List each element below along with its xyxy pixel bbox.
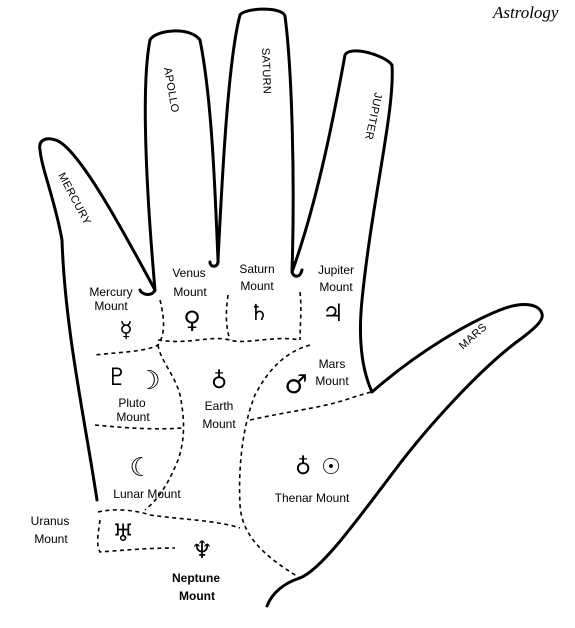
thenar-mount-label: Thenar Mount bbox=[275, 491, 350, 505]
jupiter-symbol-icon: ♃ bbox=[322, 299, 344, 327]
mercury-mount-label: Mercury bbox=[89, 285, 132, 299]
thenar-earth-symbol-icon: ♁ bbox=[295, 455, 311, 480]
mount-boundary bbox=[249, 391, 373, 421]
lunar-mount-label: Lunar Mount bbox=[113, 487, 181, 501]
lunar-symbol-icon: ☾ bbox=[129, 453, 152, 483]
mount-boundary bbox=[97, 509, 241, 529]
moon-symbol-icon: ☽ bbox=[137, 366, 160, 396]
finger-label-jupiter: JUPITER bbox=[362, 91, 384, 140]
mars-mount-label: Mount bbox=[315, 374, 349, 388]
uranus-symbol-icon: ♅ bbox=[112, 519, 134, 547]
pluto-mount-label: Mount bbox=[116, 410, 150, 424]
mercury-symbol-icon: ☿ bbox=[119, 318, 133, 343]
venus-symbol-icon: ♀ bbox=[183, 306, 201, 334]
uranus-mount-label: Mount bbox=[34, 532, 68, 546]
uranus-mount-label: Uranus bbox=[31, 514, 70, 528]
neptune-symbol-icon: ♆ bbox=[191, 536, 213, 564]
pluto-mount-label: Pluto bbox=[118, 396, 146, 410]
earth-symbol-icon: ♁ bbox=[211, 369, 227, 394]
finger-label-mercury: MERCURY bbox=[55, 171, 93, 228]
hand-outline bbox=[38, 7, 544, 608]
jupiter-mount-label: Jupiter bbox=[318, 263, 354, 277]
caption-text: Astrology bbox=[492, 3, 559, 22]
pluto-symbol-icon: ♇ bbox=[106, 363, 128, 391]
saturn-finger-base bbox=[290, 268, 304, 278]
sun-symbol-icon: ☉ bbox=[321, 455, 341, 480]
earth-mount-label: Earth bbox=[205, 399, 234, 413]
mount-boundary bbox=[144, 344, 185, 511]
saturn-mount-label: Saturn bbox=[239, 262, 274, 276]
mount-boundary bbox=[94, 424, 184, 430]
neptune-mount-label: Mount bbox=[179, 589, 215, 603]
apollo-finger-base bbox=[208, 258, 220, 268]
venus-mount-label: Venus bbox=[172, 266, 205, 280]
jupiter-mount-label: Mount bbox=[319, 280, 353, 294]
mars-symbol-icon: ♂ bbox=[284, 370, 307, 400]
mars-mount-label: Mars bbox=[319, 357, 346, 371]
saturn-symbol-icon: ♄ bbox=[249, 301, 269, 326]
neptune-mount-label: Neptune bbox=[172, 571, 220, 585]
mount-boundary bbox=[96, 519, 176, 553]
saturn-mount-label: Mount bbox=[240, 279, 274, 293]
mount-boundary bbox=[238, 344, 311, 579]
finger-label-apollo: APOLLO bbox=[161, 66, 181, 113]
mount-boundary bbox=[157, 337, 301, 343]
mercury-mount-label: Mount bbox=[94, 299, 128, 313]
finger-label-saturn: SATURN bbox=[259, 48, 273, 95]
mercury-finger-base bbox=[138, 288, 157, 296]
venus-mount-label: Mount bbox=[173, 285, 207, 299]
mount-boundary bbox=[299, 291, 302, 341]
finger-label-mars: MARS bbox=[457, 321, 490, 352]
earth-mount-label: Mount bbox=[202, 417, 236, 431]
mount-boundary bbox=[225, 294, 231, 341]
